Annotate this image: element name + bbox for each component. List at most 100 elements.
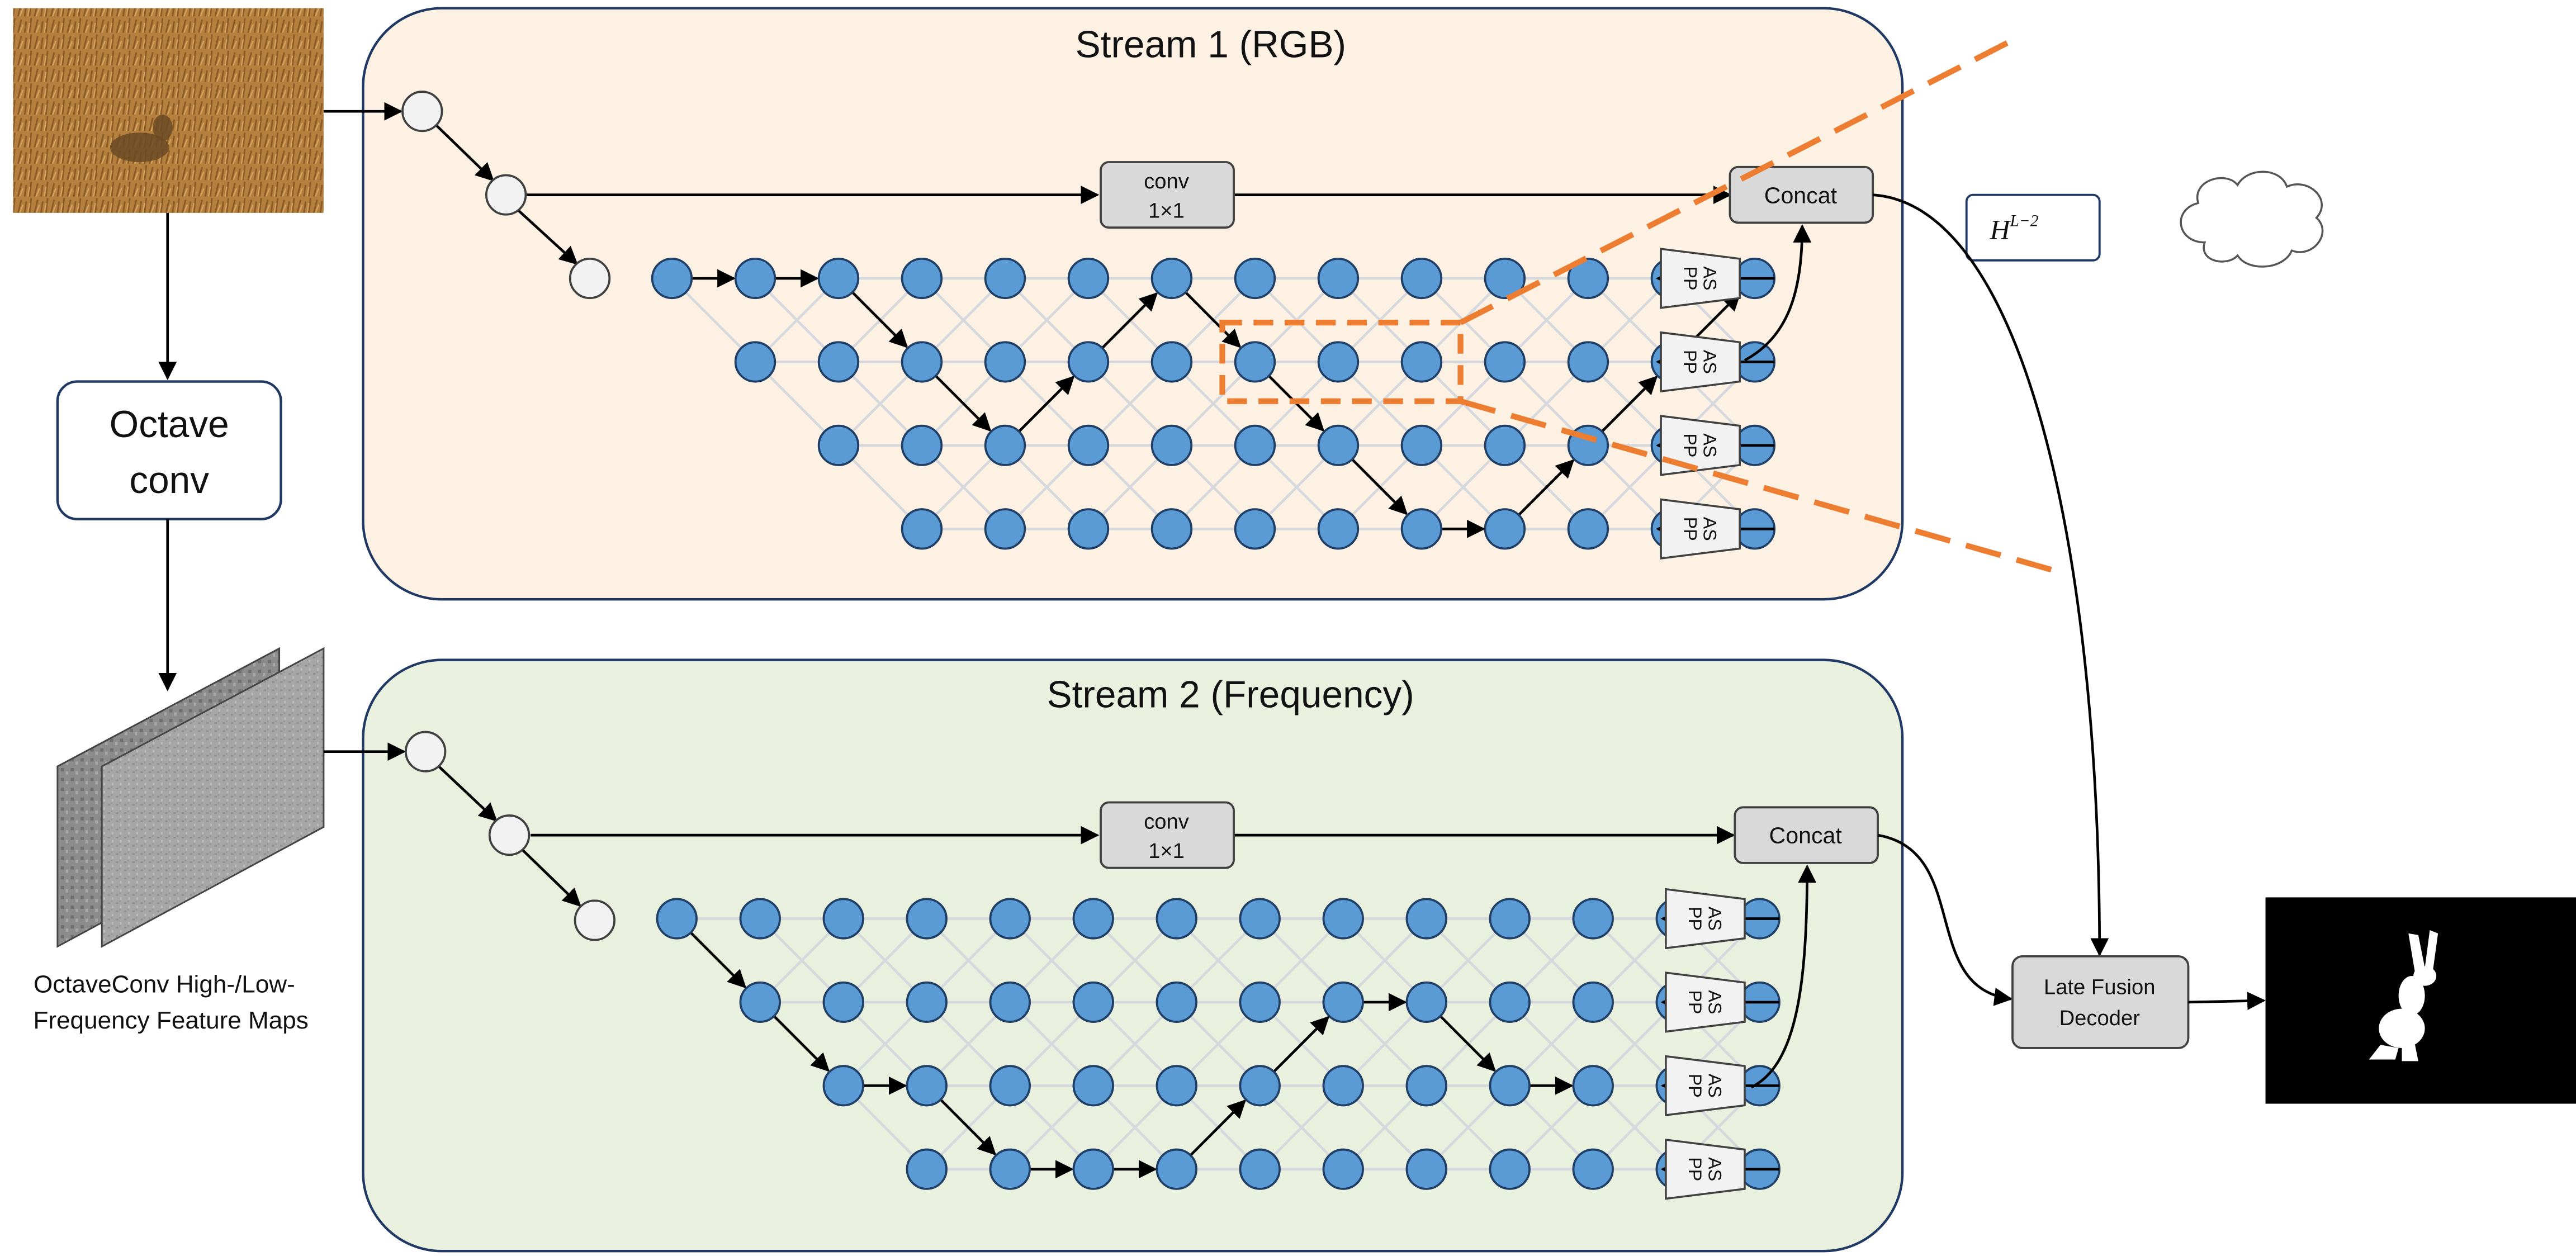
stream2-node [1489, 1065, 1531, 1107]
s1-aspp-to-concat [1744, 224, 1812, 362]
stream2-node [1156, 981, 1197, 1023]
stream2-node [822, 898, 864, 940]
stream2-node [1405, 898, 1447, 940]
stream2-node [989, 1065, 1031, 1107]
stream2-node [1489, 1148, 1531, 1190]
stream2-node [989, 1148, 1031, 1190]
input-image [13, 8, 324, 213]
stream1-node [1400, 341, 1443, 383]
stream1-node [1400, 424, 1443, 466]
stream1-node [1067, 424, 1110, 466]
stream2-path-edge [1272, 1016, 1330, 1073]
stream1-node [1484, 424, 1526, 466]
feature-maps-caption-line1: OctaveConv High-/Low- [34, 970, 295, 998]
stream1-node [1484, 508, 1526, 550]
s2-stem-edge-2 [521, 849, 581, 907]
stream2-node [1572, 1148, 1614, 1190]
stream2-node [906, 981, 948, 1023]
stream1-node [1567, 341, 1609, 383]
stream2-node [1156, 1148, 1197, 1190]
stream2-aspp-label: ASPP [1685, 1074, 1725, 1098]
stream2-aspp-label: ASPP [1685, 1157, 1725, 1181]
stream1-node [984, 424, 1026, 466]
stream1-node [984, 257, 1026, 300]
s2-conv-block [1100, 801, 1235, 869]
hidden-state-box [1965, 193, 2101, 262]
stream1-path-edge [1518, 459, 1575, 516]
stream2-node [1239, 981, 1281, 1023]
stream2-node [1489, 898, 1531, 940]
stream1-node [1567, 508, 1609, 550]
stream1-node [1234, 341, 1276, 383]
stream2-node [1489, 981, 1531, 1023]
stream2-node [1072, 1065, 1114, 1107]
stream2-node [1239, 898, 1281, 940]
stream2-aspp-block [1665, 1055, 1746, 1117]
stream1-path-edge [1351, 458, 1408, 515]
stream2-title: Stream 2 (Frequency) [1047, 674, 1414, 716]
stream1-node [1234, 508, 1276, 550]
stream1-node [984, 341, 1026, 383]
stream1-node [817, 257, 860, 300]
stream2-node [1072, 981, 1114, 1023]
stream1-path-edge [1018, 376, 1075, 433]
stream1-node [1150, 341, 1193, 383]
stream2-node [822, 981, 864, 1023]
stream1-aspp-block [1660, 331, 1741, 393]
late-fusion-label-line1: Late Fusion [2044, 975, 2156, 999]
feature-maps [56, 647, 325, 948]
rabbit-silhouette [2369, 930, 2438, 1061]
stream2-node [906, 1148, 948, 1190]
stream1-path-edge [851, 291, 908, 348]
stream2-node [906, 1065, 948, 1107]
stream1-node [817, 424, 860, 466]
stream1-aspp-block [1660, 498, 1741, 560]
arrow-s1-concat-to-decoder [1873, 193, 2109, 957]
s2-stem-edge-1 [436, 764, 498, 822]
stream1-aspp-label: ASPP [1680, 517, 1720, 541]
stream1-node [901, 341, 943, 383]
stream1-path-edge [1101, 292, 1158, 349]
stream2-node [739, 981, 781, 1023]
s1-stem-node-2 [485, 174, 527, 216]
s1-conv-label-line1: conv [1144, 169, 1189, 193]
stream1-node [1317, 508, 1360, 550]
stream2-node [1322, 981, 1364, 1023]
stream1-node [1400, 257, 1443, 300]
stream1-aspp-label: ASPP [1680, 350, 1720, 374]
stream1-node [1317, 257, 1360, 300]
s1-stem-node-3 [569, 257, 611, 300]
late-fusion-label-line2: Decoder [2059, 1006, 2141, 1030]
stream1-node [1067, 341, 1110, 383]
stream1-node [1067, 257, 1110, 300]
s2-stem-node-3 [574, 899, 616, 941]
highlight-box [1219, 320, 1464, 404]
stream2-node [1322, 1065, 1364, 1107]
stream1-aspp-label: ASPP [1680, 267, 1720, 291]
stream1-title: Stream 1 (RGB) [1076, 24, 1346, 66]
stream2-node [1405, 1148, 1447, 1190]
stream2-node [1239, 1065, 1281, 1107]
stream2-node [1405, 981, 1447, 1023]
octave-conv-label-line1: Octave [110, 404, 229, 445]
stream1-aspp-block [1660, 248, 1741, 309]
stream1-node [1067, 508, 1110, 550]
stream1-path-edge [1601, 376, 1658, 433]
stream1-node [1567, 257, 1609, 300]
s2-aspp-to-concat [1750, 864, 1817, 1089]
stream1-path-edge [1185, 291, 1242, 348]
stream1-node [1234, 424, 1276, 466]
stream2-node [656, 898, 698, 940]
stream1-node [1317, 424, 1360, 466]
stream2-node [822, 1065, 864, 1107]
stream1-node [984, 508, 1026, 550]
stream1-node [651, 257, 693, 300]
arrow-s2-concat-to-decoder [1877, 833, 2013, 1006]
stream2-aspp-block [1665, 1139, 1746, 1200]
stream1-node [1150, 424, 1193, 466]
stream2-node [989, 981, 1031, 1023]
stream2-node [1322, 898, 1364, 940]
